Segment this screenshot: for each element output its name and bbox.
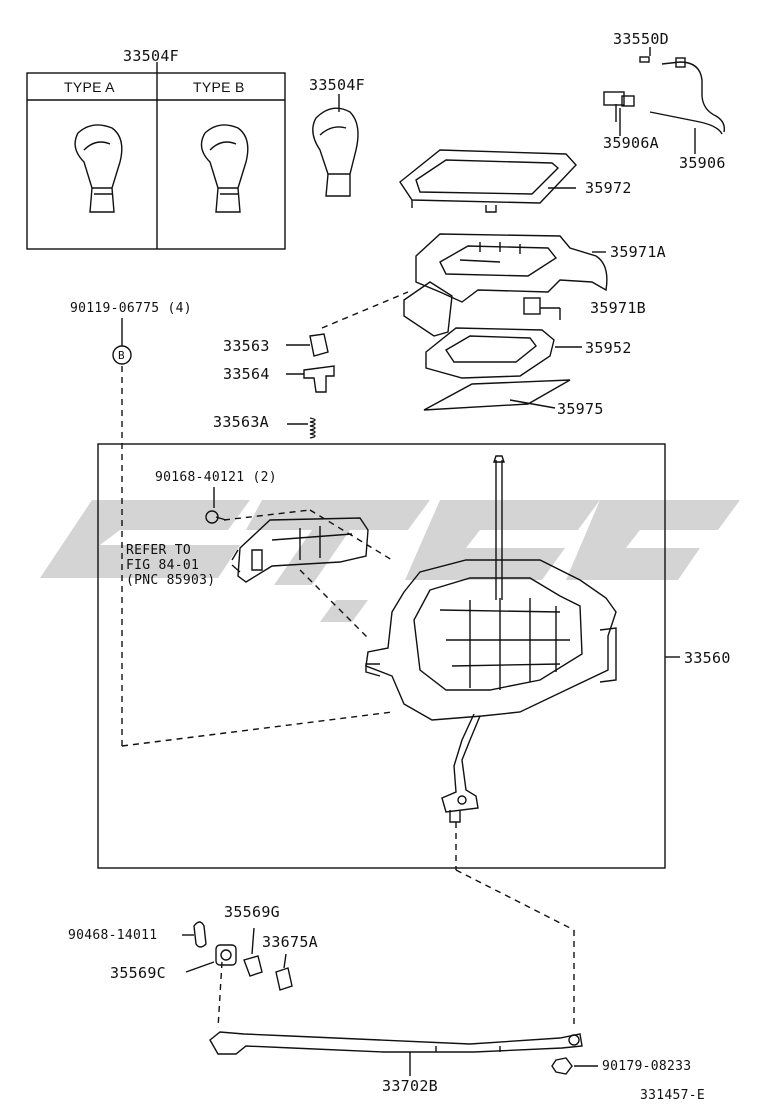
label-90168: 90168-40121 (2) — [155, 470, 277, 485]
refer-line-1: REFER TO — [126, 543, 192, 558]
lower-linkage-parts — [182, 921, 598, 1076]
label-33550d: 33550D — [613, 30, 669, 48]
bolt-90168 — [205, 487, 227, 524]
position-indicator-housing — [403, 233, 608, 337]
label-90468: 90468-14011 — [68, 928, 158, 943]
label-35569c: 35569C — [110, 964, 166, 982]
label-35569g: 35569G — [224, 903, 280, 921]
refer-line-2: FIG 84-01 — [126, 558, 200, 573]
label-35906: 35906 — [679, 154, 726, 172]
label-33702b: 33702B — [382, 1077, 438, 1095]
label-33675a: 33675A — [262, 933, 318, 951]
shift-knob — [312, 94, 359, 197]
label-35971a: 35971A — [610, 243, 666, 261]
indicator-plate — [425, 327, 582, 379]
shift-lever-position-indicator-frame — [399, 149, 577, 213]
slide-plate — [423, 379, 571, 411]
type-b-header: TYPE B — [193, 79, 245, 95]
shift-knob-type-a — [74, 124, 123, 213]
refer-note: REFER TO FIG 84-01 (PNC 85903) — [126, 543, 215, 588]
label-35972: 35972 — [585, 179, 632, 197]
refer-line-3: (PNC 85903) — [126, 573, 216, 588]
type-a-header: TYPE A — [64, 79, 115, 95]
knob-type-box — [26, 72, 286, 250]
label-90179: 90179-08233 — [602, 1059, 692, 1074]
label-33560: 33560 — [684, 649, 731, 667]
label-35906a: 35906A — [603, 134, 659, 152]
lock-parts — [286, 333, 335, 439]
clip-35971b — [523, 297, 560, 315]
label-35975: 35975 — [557, 400, 604, 418]
label-33563a: 33563A — [213, 413, 269, 431]
label-33563: 33563 — [223, 337, 270, 355]
shift-knob-type-b — [200, 124, 249, 213]
switch-harness — [603, 47, 726, 154]
assembly-frame — [97, 443, 666, 869]
label-knob: 33504F — [309, 76, 365, 94]
label-33564: 33564 — [223, 365, 270, 383]
figure-code: 331457-E — [640, 1088, 706, 1103]
label-b: B — [118, 349, 125, 362]
label-35971b: 35971B — [590, 299, 646, 317]
knob-box-title: 33504F — [123, 47, 179, 65]
shift-lever-assembly — [365, 455, 617, 823]
label-90119: 90119-06775 (4) — [70, 301, 192, 316]
label-35952: 35952 — [585, 339, 632, 357]
shift-lock-solenoid — [231, 517, 369, 583]
